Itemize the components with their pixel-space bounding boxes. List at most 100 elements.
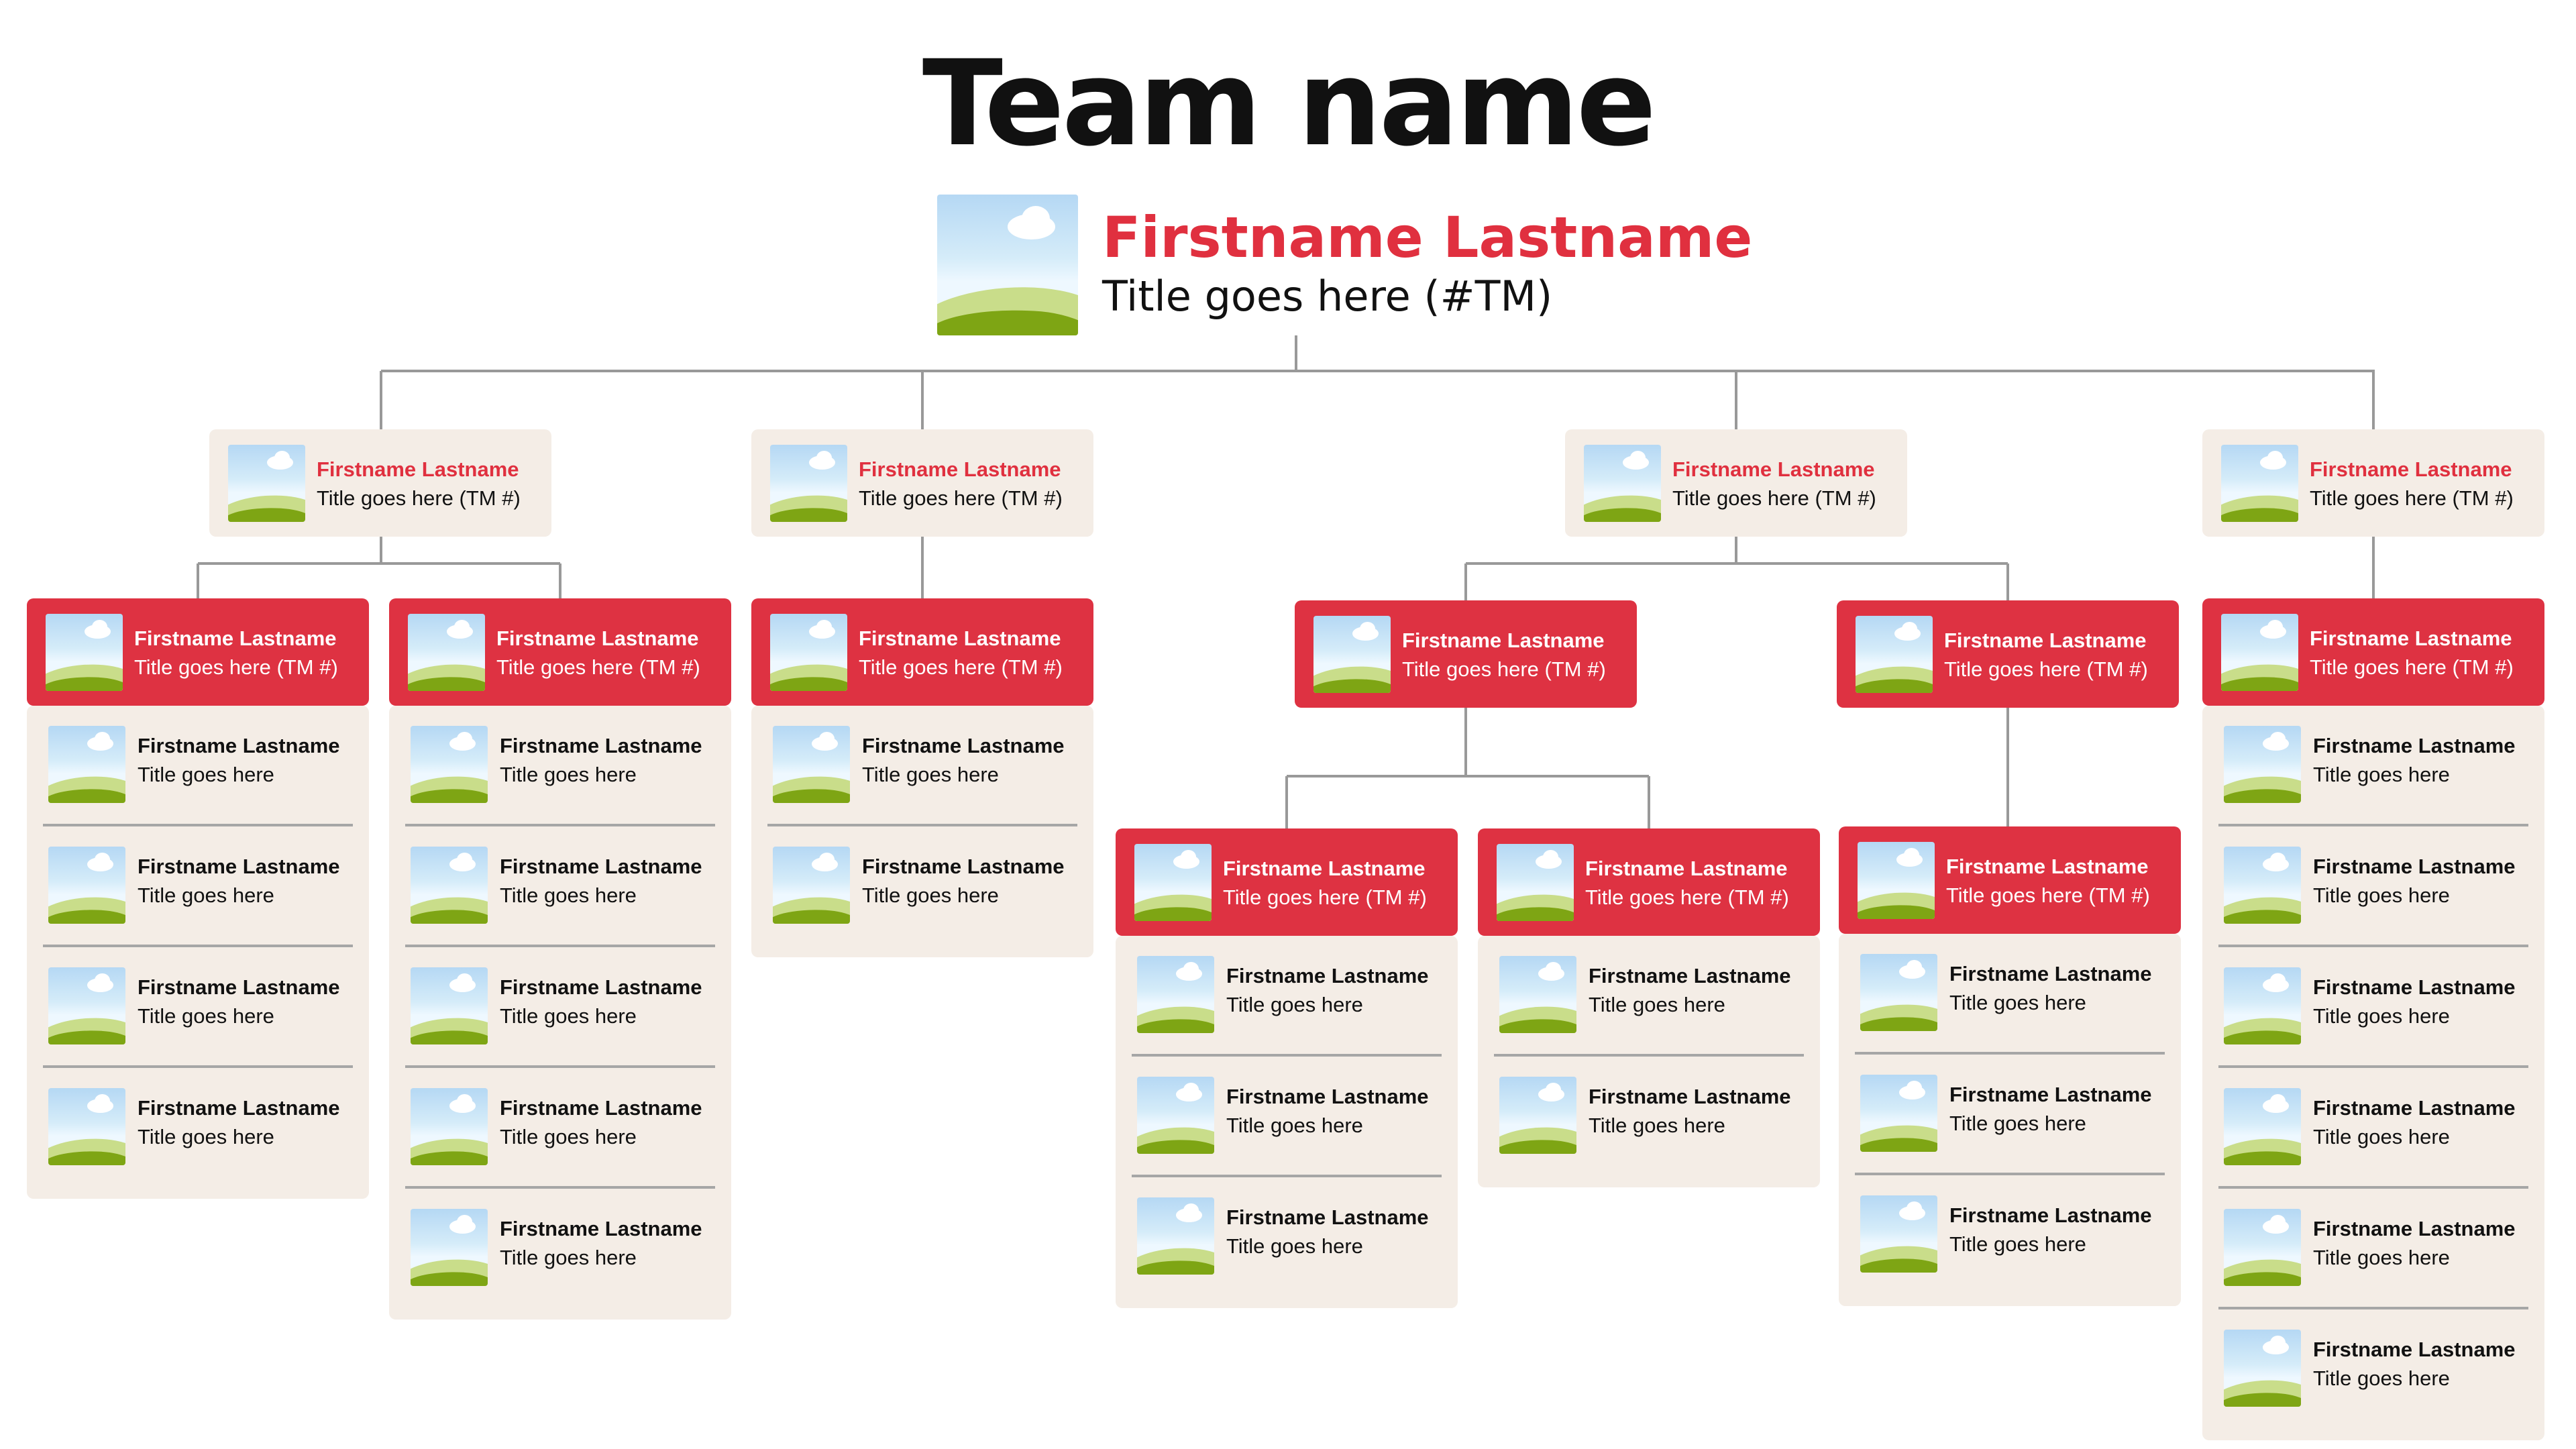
card-name: Firstname Lastname	[1672, 458, 1875, 481]
member-name: Firstname Lastname	[138, 1096, 340, 1120]
card-name: Firstname Lastname	[859, 458, 1061, 481]
member-name: Firstname Lastname	[1226, 1205, 1429, 1229]
member-title: Title goes here	[1949, 1232, 2086, 1256]
member-title: Title goes here	[2313, 1366, 2450, 1390]
card-name: Firstname Lastname	[2310, 458, 2512, 481]
card-name: Firstname Lastname	[1946, 855, 2149, 878]
card-name: Firstname Lastname	[1402, 629, 1605, 652]
avatar-photo-icon	[770, 614, 847, 691]
card-name: Firstname Lastname	[1585, 857, 1788, 880]
avatar-photo-icon	[411, 847, 488, 924]
connector-line	[380, 537, 382, 564]
member-name: Firstname Lastname	[1589, 1085, 1791, 1108]
card-title: Title goes here (TM #)	[2310, 486, 2514, 510]
connector-line	[1735, 371, 1737, 429]
leader-name: Firstname Lastname	[1102, 205, 1753, 270]
avatar-photo-icon	[2224, 1209, 2301, 1286]
connector-line	[1735, 537, 1737, 564]
member-name: Firstname Lastname	[1949, 1203, 2152, 1227]
divider	[405, 945, 715, 947]
divider	[2218, 945, 2528, 947]
member-name: Firstname Lastname	[500, 855, 702, 878]
avatar-photo-icon	[411, 967, 488, 1044]
avatar-photo-icon	[773, 847, 850, 924]
member-name: Firstname Lastname	[862, 855, 1065, 878]
avatar-photo-icon	[2224, 847, 2301, 924]
avatar-photo-icon	[48, 726, 125, 803]
member-title: Title goes here	[2313, 763, 2450, 786]
connector-line	[381, 370, 2375, 372]
member-title: Title goes here	[1226, 1114, 1363, 1137]
card-name: Firstname Lastname	[134, 627, 337, 650]
connector-line	[380, 371, 382, 429]
member-title: Title goes here	[1949, 991, 2086, 1014]
leader-title: Title goes here (#TM)	[1102, 272, 1553, 321]
divider	[2218, 1307, 2528, 1309]
member-title: Title goes here	[2313, 1246, 2450, 1269]
member-name: Firstname Lastname	[2313, 1217, 2516, 1240]
card-title: Title goes here (TM #)	[859, 486, 1063, 510]
member-name: Firstname Lastname	[500, 734, 702, 757]
member-name: Firstname Lastname	[1589, 964, 1791, 987]
connector-line	[921, 371, 924, 429]
avatar-photo-icon	[46, 614, 123, 691]
member-title: Title goes here	[1589, 993, 1725, 1016]
divider	[2218, 824, 2528, 826]
divider	[405, 824, 715, 826]
divider	[767, 824, 1077, 826]
member-title: Title goes here	[500, 1246, 637, 1269]
connector-line	[2006, 708, 2009, 826]
member-name: Firstname Lastname	[1226, 964, 1429, 987]
connector-line	[921, 537, 924, 598]
divider	[43, 1065, 353, 1068]
member-title: Title goes here	[138, 763, 274, 786]
member-title: Title goes here	[500, 763, 637, 786]
card-title: Title goes here (TM #)	[1672, 486, 1876, 510]
avatar-photo-icon	[1134, 844, 1212, 921]
connector-line	[1464, 564, 1467, 600]
divider	[43, 824, 353, 826]
